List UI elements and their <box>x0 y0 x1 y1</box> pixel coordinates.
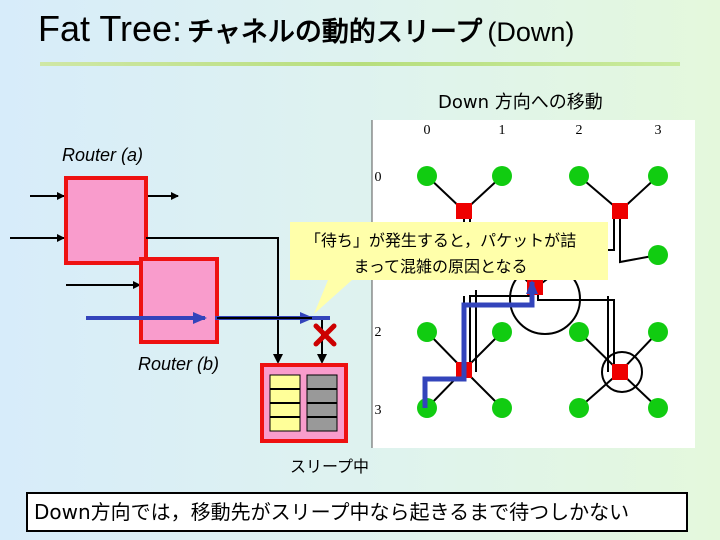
node-r2-c0 <box>417 322 437 342</box>
node-r0-c2 <box>569 166 589 186</box>
col-label-3: 3 <box>655 123 662 138</box>
callout-text: 「待ち」が発生すると，パケットが詰 まって混雑の原因となる <box>288 228 593 280</box>
slide-title: Fat Tree: チャネルの動的スリープ (Down) <box>38 8 574 50</box>
router-a-box <box>64 176 148 265</box>
blocked-x-icon <box>313 323 337 347</box>
node-r3-c3 <box>648 398 668 418</box>
switch-bottom-right <box>612 364 628 380</box>
switch-center <box>527 279 543 295</box>
switch-top-right <box>612 203 628 219</box>
node-r1-c3 <box>648 245 668 265</box>
packet-route-tree <box>422 280 538 408</box>
highlight-circle-bottom-right <box>601 351 643 393</box>
node-r2-c3 <box>648 322 668 342</box>
sleep-label: スリープ中 <box>290 457 370 476</box>
callout-line-1: 「待ち」が発生すると，パケットが詰 <box>304 231 577 250</box>
node-r2-c2 <box>569 322 589 342</box>
node-r0-c3 <box>648 166 668 186</box>
row-label-0: 0 <box>375 170 382 185</box>
link-a-to-sleep <box>146 237 283 364</box>
title-underline <box>40 62 680 66</box>
node-r2-c1 <box>492 322 512 342</box>
node-r3-c2 <box>569 398 589 418</box>
row-label-3: 3 <box>375 403 382 418</box>
col-label-0: 0 <box>424 123 431 138</box>
node-r3-c1 <box>492 398 512 418</box>
title-japanese: チャネルの動的スリープ <box>187 17 483 48</box>
callout-line-2: まって混雑の原因となる <box>353 257 528 276</box>
link-b-to-sleep <box>217 317 327 364</box>
switch-top-left <box>456 203 472 219</box>
router-b-box <box>139 257 219 344</box>
row-label-2: 2 <box>375 325 382 340</box>
node-r0-c1 <box>492 166 512 186</box>
router-a-label: Router (a) <box>62 145 144 165</box>
title-paren: (Down) <box>487 17 575 47</box>
col-label-1: 1 <box>499 123 506 138</box>
title-main: Fat Tree: <box>38 8 183 49</box>
sleeping-router-buffers <box>269 374 338 432</box>
col-label-2: 2 <box>576 123 583 138</box>
node-r0-c0 <box>417 166 437 186</box>
router-b-label: Router (b) <box>138 354 220 374</box>
panel-caption: Down 方向への移動 <box>438 92 603 113</box>
callout-bubble <box>290 222 608 314</box>
bottom-note: Down方向では，移動先がスリープ中なら起きるまで待つしかない <box>26 492 688 532</box>
